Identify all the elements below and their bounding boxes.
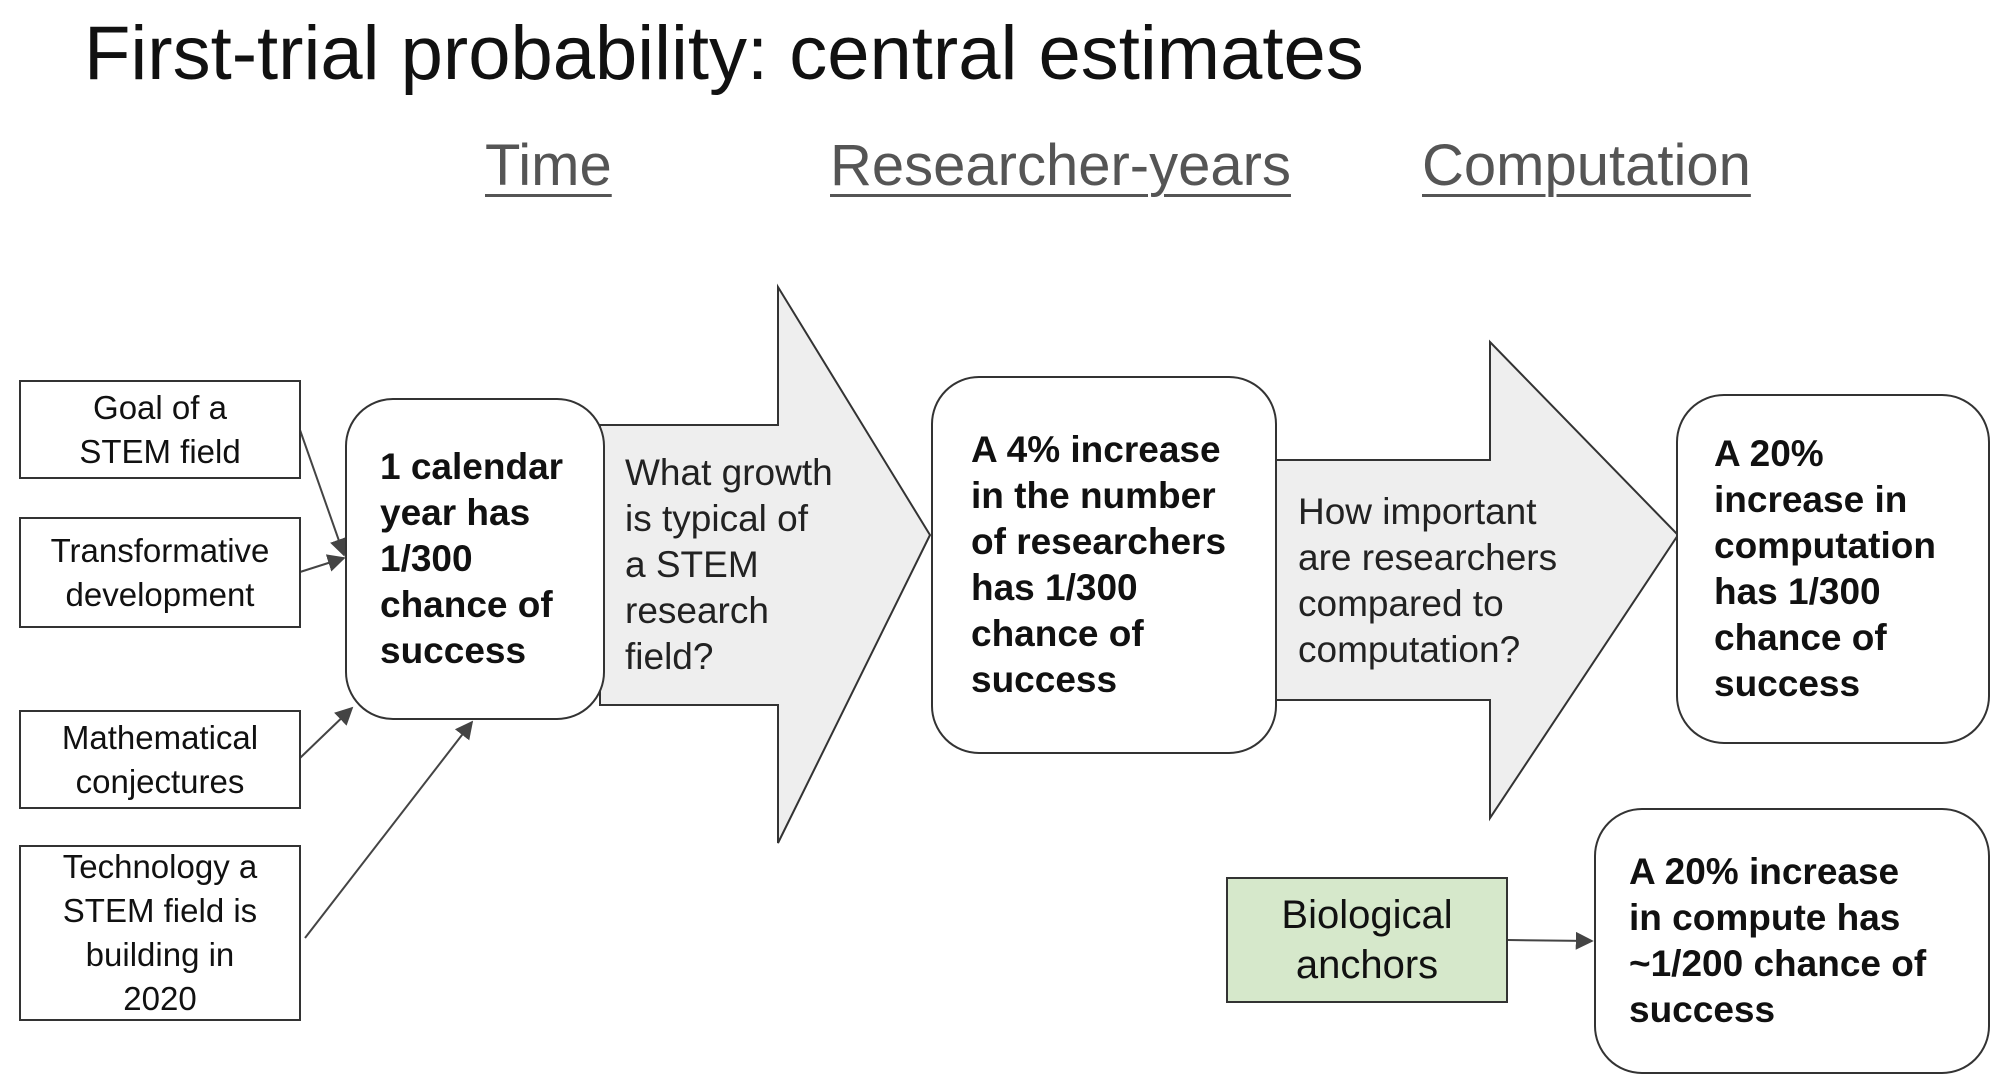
question-growth: What growth is typical of a STEM researc…: [625, 452, 833, 677]
estimate-bio-box: A 20% increase in compute has ~1/200 cha…: [1594, 808, 1990, 1074]
page-title: First-trial probability: central estimat…: [84, 11, 1364, 96]
estimate-time-text: 1 calendar year has 1/300 chance of succ…: [380, 446, 564, 671]
column-heading-computation: Computation: [1422, 133, 1751, 198]
arrow-math-to-time: [299, 706, 354, 759]
estimate-bio-text: A 20% increase in compute has ~1/200 cha…: [1629, 851, 1927, 1030]
source-technology-stem-2020: Technology a STEM field is building in 2…: [19, 845, 301, 1021]
arrow-transformative-to-time: [299, 554, 346, 573]
estimate-researchers-box: A 4% increase in the number of researche…: [931, 376, 1277, 754]
arrow-bio-to-compute: [1507, 931, 1594, 950]
question-importance: How important are researchers compared t…: [1298, 491, 1558, 670]
source-transformative-development: Transformative development: [19, 517, 301, 628]
growth-block-arrow: [599, 283, 932, 844]
column-heading-time: Time: [485, 133, 612, 198]
arrow-tech-to-time: [304, 720, 474, 939]
estimate-researchers-text: A 4% increase in the number of researche…: [971, 429, 1227, 700]
importance-block-arrow: [1274, 339, 1680, 822]
source-mathematical-conjectures: Mathematical conjectures: [19, 710, 301, 809]
biological-anchors-box: Biological anchors: [1226, 877, 1508, 1003]
source-goal-of-stem-field: Goal of a STEM field: [19, 380, 301, 479]
estimate-time-box: 1 calendar year has 1/300 chance of succ…: [345, 398, 605, 720]
column-heading-researcher-years: Researcher-years: [830, 133, 1291, 198]
estimate-computation-box: A 20% increase in computation has 1/300 …: [1676, 394, 1990, 744]
arrow-goal-to-time: [299, 429, 348, 557]
estimate-computation-text: A 20% increase in computation has 1/300 …: [1714, 433, 1936, 704]
